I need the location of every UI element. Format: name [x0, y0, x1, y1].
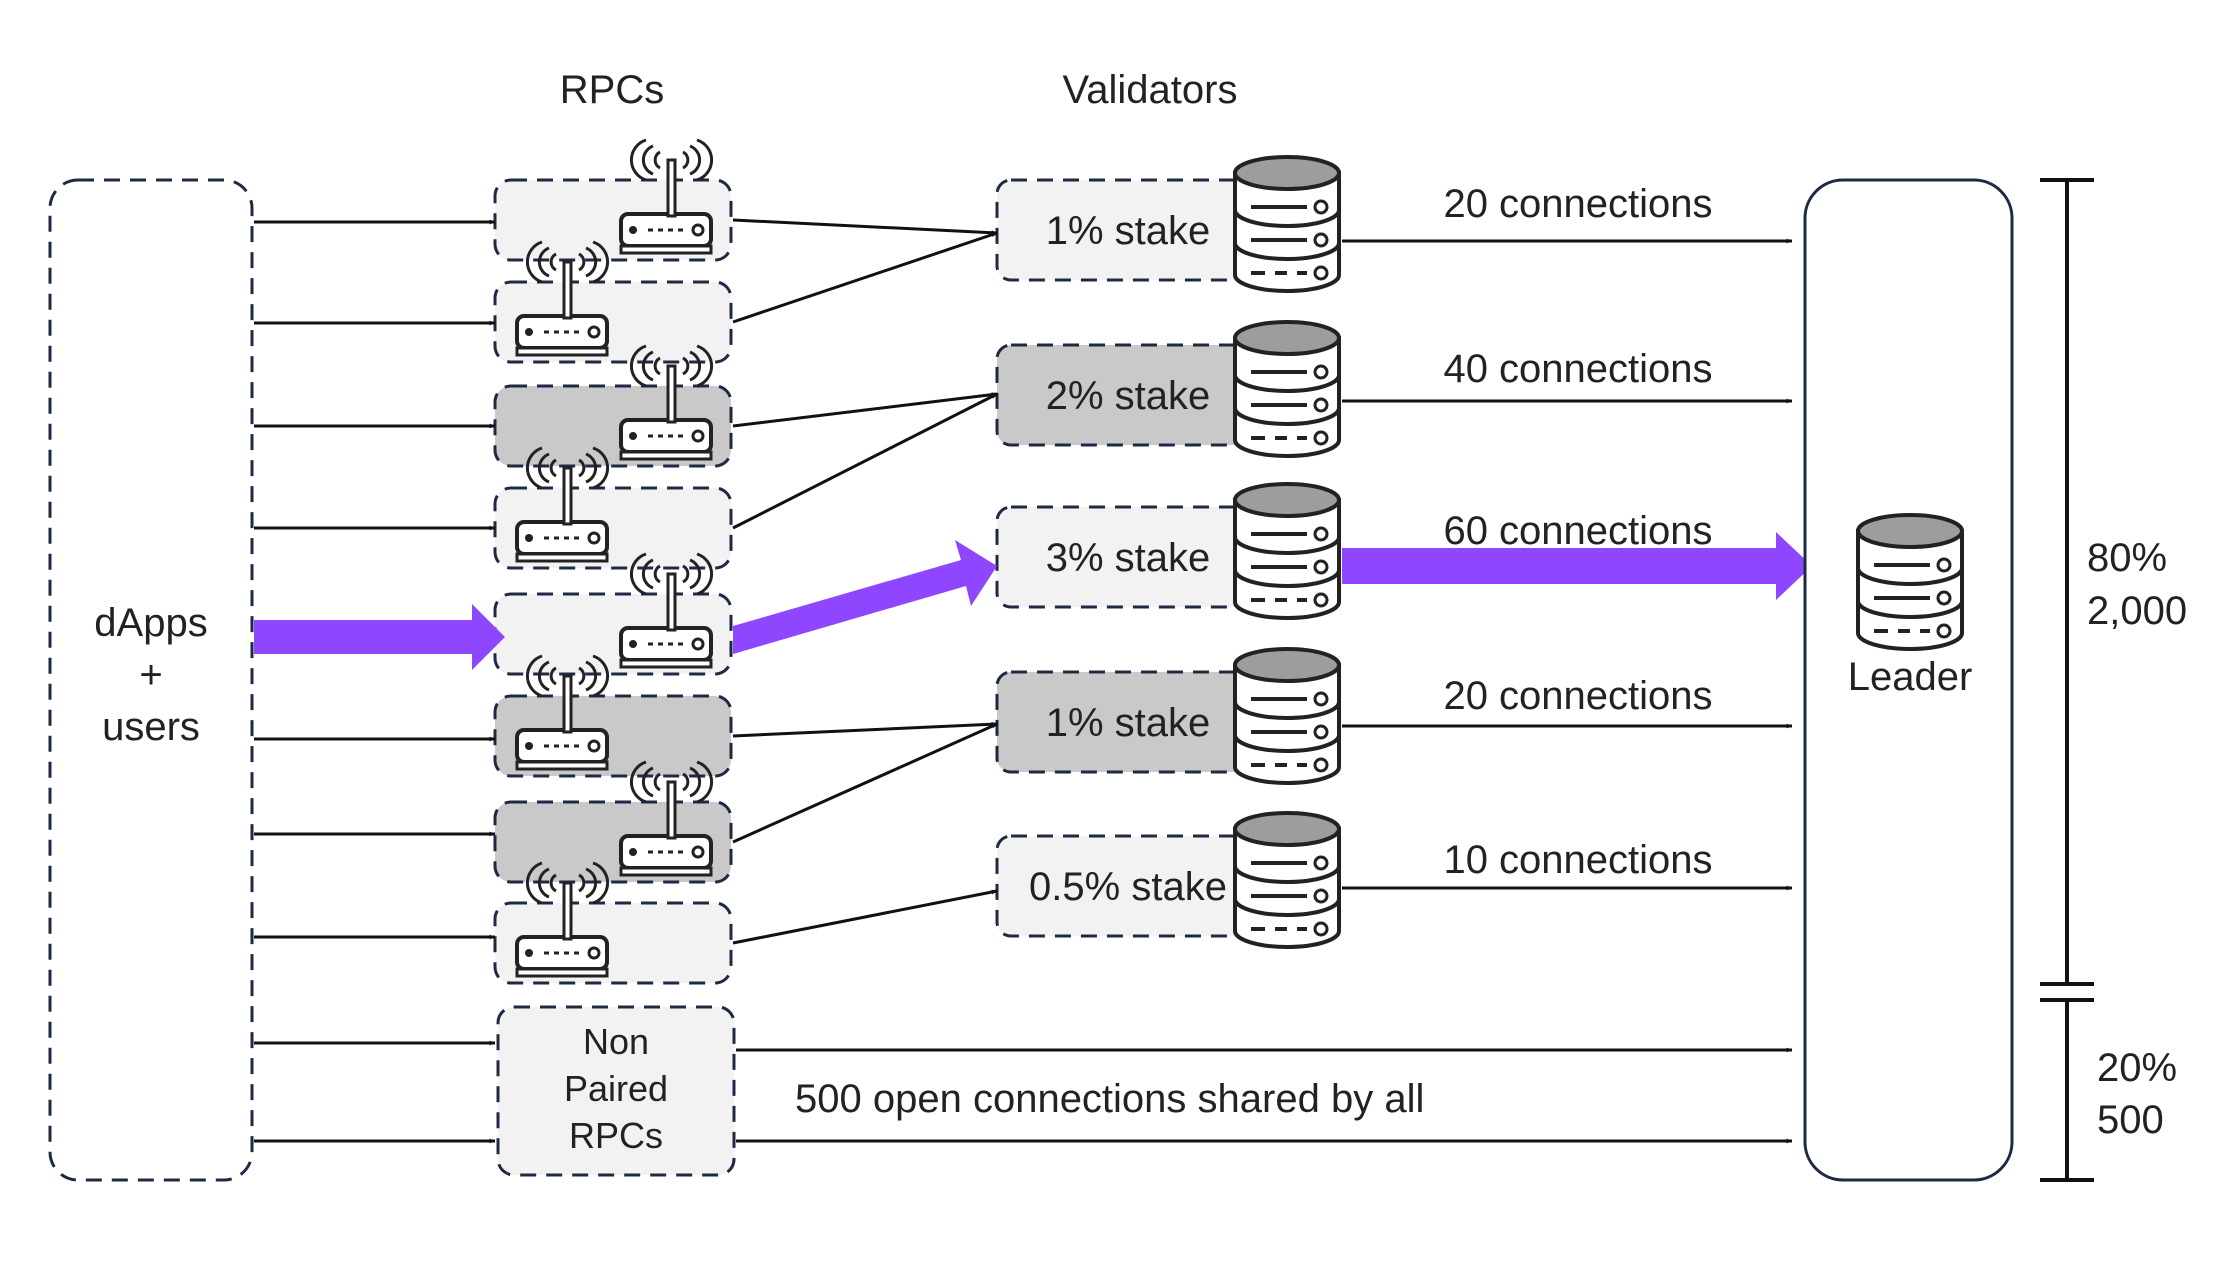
- unstaked-count: 500: [2097, 1098, 2164, 1142]
- server-database-icon: [1233, 811, 1341, 949]
- validator-connections-label: 20 connections: [1443, 674, 1712, 718]
- validator-stake-label: 0.5% stake: [1029, 865, 1227, 909]
- rpc-to-validator-arrow: [732, 889, 998, 945]
- server-database-icon: [1233, 647, 1341, 785]
- rpc-to-validator-arrow: [732, 392, 998, 428]
- rpcs-heading: RPCs: [560, 68, 664, 112]
- rpc-to-validator-arrow: [732, 218, 998, 236]
- validator-connections-label: 10 connections: [1443, 838, 1712, 882]
- validator-connections-label: 60 connections: [1443, 509, 1712, 553]
- non-paired-rpcs-box: [496, 1005, 736, 1177]
- non-paired-line2: Paired: [564, 1068, 668, 1109]
- leader-box: [1803, 178, 2014, 1182]
- highlight-validator-to-leader-arrow: [1342, 532, 1812, 600]
- validator-connections-label: 40 connections: [1443, 347, 1712, 391]
- validator-stake-label: 2% stake: [1046, 374, 1211, 418]
- rpc-to-validator-arrow: [732, 722, 998, 844]
- highlight-rpc-to-validator-arrow: [733, 540, 997, 654]
- staked-percent: 80%: [2087, 536, 2167, 580]
- validator-stake-label: 3% stake: [1046, 536, 1211, 580]
- dapps-label: dApps: [94, 601, 207, 645]
- validator-stake-label: 1% stake: [1046, 701, 1211, 745]
- non-paired-line1: Non: [583, 1021, 649, 1062]
- unstaked-percent: 20%: [2097, 1046, 2177, 1090]
- server-database-icon: [1233, 320, 1341, 458]
- validator-stake-label: 1% stake: [1046, 209, 1211, 253]
- rpc-to-validator-arrow: [732, 392, 998, 530]
- unstaked-bracket: [2040, 998, 2094, 1182]
- leader-server-icon: [1856, 513, 1964, 651]
- server-database-icon: [1233, 155, 1341, 293]
- leader-label: Leader: [1848, 655, 1973, 699]
- highlight-source-arrow: [254, 604, 505, 670]
- users-label: users: [102, 705, 200, 749]
- dapps-users-box: [48, 178, 254, 1182]
- staked-count: 2,000: [2087, 589, 2187, 633]
- validators-heading: Validators: [1063, 68, 1238, 112]
- staked-bracket: [2040, 178, 2094, 986]
- server-database-icon: [1233, 482, 1341, 620]
- validator-connections-label: 20 connections: [1443, 182, 1712, 226]
- plus-label: +: [139, 653, 162, 697]
- rpc-to-validator-arrow: [732, 721, 998, 738]
- shared-connections-label: 500 open connections shared by all: [795, 1077, 1424, 1121]
- non-paired-line3: RPCs: [569, 1115, 663, 1156]
- rpc-to-validator-arrow: [732, 231, 998, 324]
